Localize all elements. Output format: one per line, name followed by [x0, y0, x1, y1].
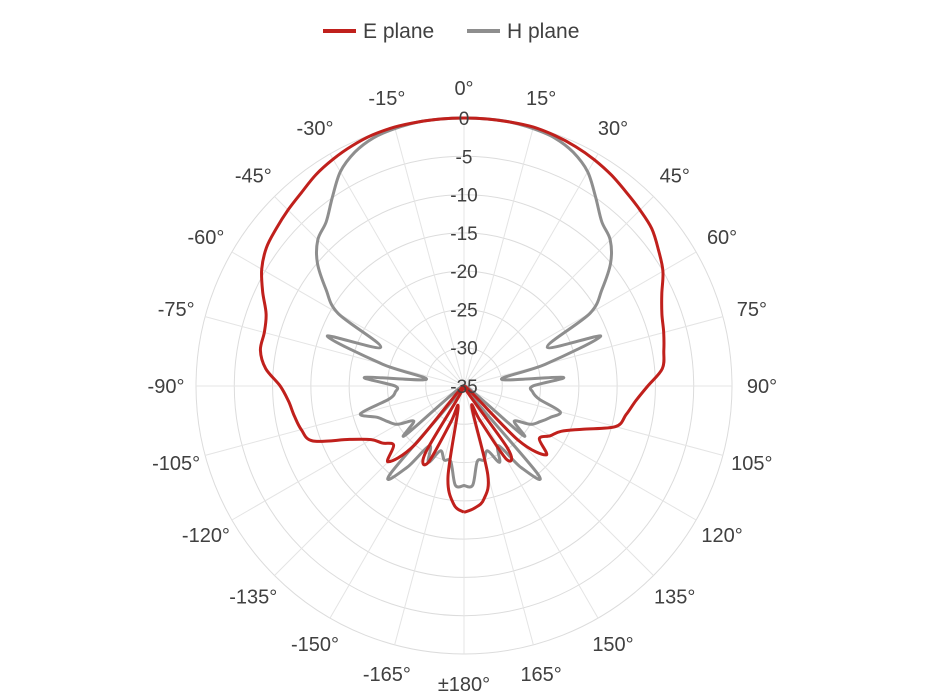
- radial-tick-label: 0: [459, 109, 470, 130]
- angular-tick-label: ±180°: [438, 674, 490, 696]
- angular-tick-label: 150°: [592, 634, 633, 656]
- grid-spoke: [463, 153, 599, 387]
- angular-tick-label: -135°: [229, 587, 277, 609]
- angular-tick-label: 60°: [707, 227, 737, 249]
- radial-tick-label: -30: [450, 339, 477, 360]
- legend-label: E plane: [363, 20, 434, 43]
- radial-tick-label: -5: [456, 147, 473, 168]
- grid-spoke: [205, 316, 465, 387]
- grid-spoke: [463, 385, 723, 456]
- angular-tick-label: 135°: [654, 587, 695, 609]
- series-line-e-plane: [258, 116, 666, 514]
- angular-tick-label: 15°: [526, 88, 556, 110]
- grid-spoke: [329, 153, 465, 387]
- grid-spoke: [205, 385, 465, 456]
- radial-tick-label: -35: [450, 377, 477, 398]
- angular-tick-label: -150°: [291, 634, 339, 656]
- angular-tick-label: 75°: [737, 299, 767, 321]
- grid-spoke: [463, 385, 697, 521]
- grid-spoke: [274, 385, 465, 576]
- legend-label: H plane: [507, 20, 579, 43]
- angular-tick-label: -90°: [148, 376, 185, 398]
- angular-tick-label: 90°: [747, 376, 777, 398]
- series-lines: [258, 116, 666, 514]
- polar-grid: [195, 117, 733, 655]
- radial-tick-label: -20: [450, 262, 477, 283]
- angular-tick-label: 30°: [598, 118, 628, 140]
- radial-tick-label: -25: [450, 300, 477, 321]
- angular-tick-label: 0°: [454, 78, 473, 100]
- angular-tick-label: 105°: [731, 453, 772, 475]
- radial-tick-labels: 0 -5 -10 -15 -20 -25 -30 -35: [450, 109, 477, 398]
- angular-tick-label: -165°: [363, 664, 411, 686]
- radial-tick-label: -10: [450, 186, 477, 207]
- grid-spoke: [394, 127, 465, 387]
- legend: E plane H plane: [323, 20, 579, 43]
- angular-tick-label: -105°: [152, 453, 200, 475]
- grid-spoke: [394, 385, 465, 645]
- grid-spoke: [463, 251, 697, 387]
- grid-spoke: [463, 196, 654, 387]
- angular-tick-label: 45°: [660, 165, 690, 187]
- angular-tick-label: -30°: [297, 118, 334, 140]
- angular-tick-label: 120°: [701, 525, 742, 547]
- grid-spoke: [463, 385, 599, 619]
- grid-spoke: [463, 316, 723, 387]
- grid-spoke: [231, 385, 465, 521]
- grid-spoke: [274, 196, 465, 387]
- angular-tick-labels: 0° 15° 30° 45° 60° 75° 90° 105° 120° 135° 150° 165°…: [148, 78, 778, 696]
- angular-tick-label: -120°: [182, 525, 230, 547]
- angular-tick-label: -75°: [158, 299, 195, 321]
- angular-tick-label: -15°: [368, 88, 405, 110]
- angular-tick-label: -60°: [187, 227, 224, 249]
- grid-spoke: [463, 127, 534, 387]
- grid-spoke: [231, 251, 465, 387]
- angular-tick-label: 165°: [520, 664, 561, 686]
- angular-tick-label: -45°: [235, 165, 272, 187]
- radial-tick-label: -15: [450, 224, 477, 245]
